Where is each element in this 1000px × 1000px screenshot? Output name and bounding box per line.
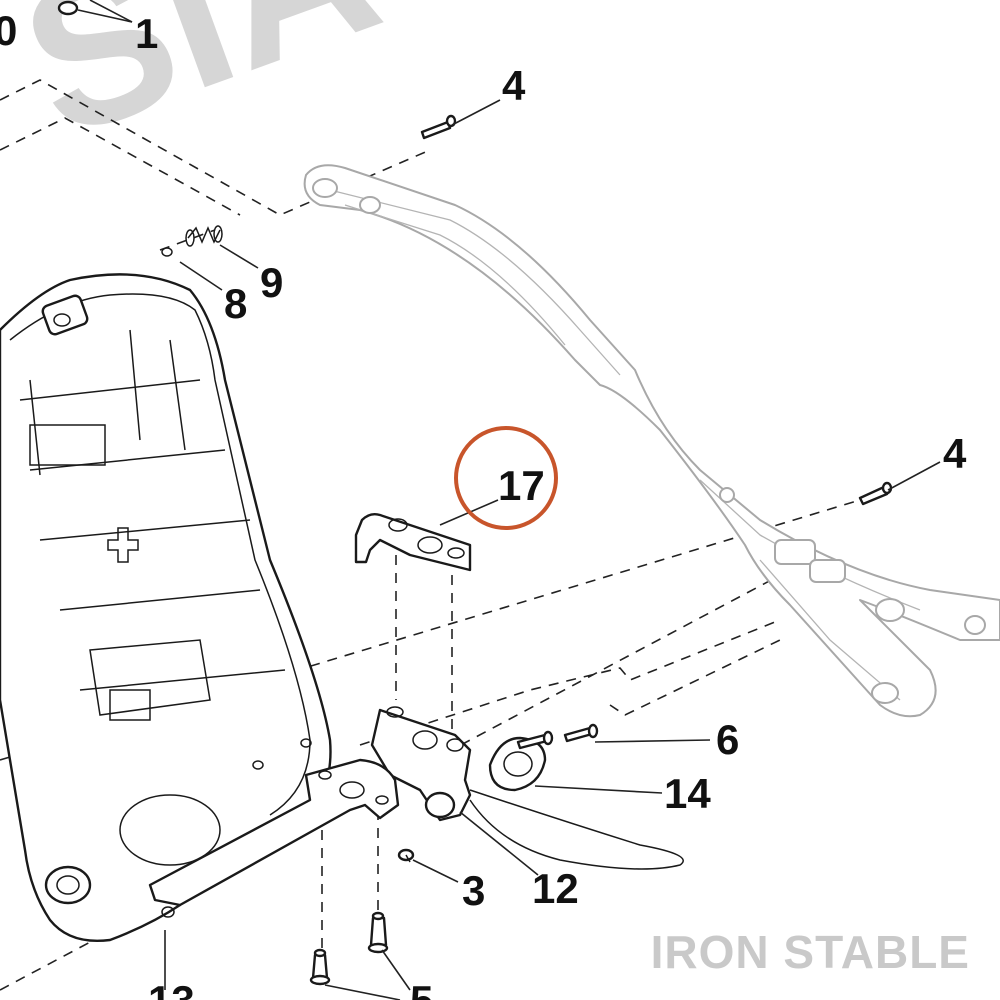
bracket-part-17: [354, 512, 472, 572]
callout-12: 12: [532, 865, 579, 912]
watermark-text: SIA: [0, 0, 404, 182]
spring-part: [185, 225, 223, 247]
callout-4-top: 4: [502, 62, 526, 109]
callout-1: 1: [135, 10, 158, 57]
bolt-right: [858, 481, 893, 506]
callout-14: 14: [664, 770, 711, 817]
main-housing: [0, 273, 332, 942]
flange-plate-14: [488, 736, 547, 792]
swing-arm-ghost: [303, 164, 1000, 718]
callout-8: 8: [224, 280, 247, 327]
latch-mechanism: [370, 706, 684, 870]
callout-13: 13: [148, 977, 195, 1000]
leader-lines: [77, 0, 941, 1000]
callout-17: 17: [498, 462, 545, 509]
callout-4-right: 4: [943, 430, 967, 477]
bolt-top-left: [57, 0, 79, 16]
bolt-top: [420, 114, 457, 140]
watermark: SIA: [0, 0, 404, 182]
base-plate: [148, 758, 400, 918]
callout-6: 6: [716, 716, 739, 763]
brand-logo-text: IRON STABLE: [651, 926, 970, 978]
callout-5: 5: [410, 977, 433, 1000]
callout-9: 9: [260, 259, 283, 306]
callout-3: 3: [462, 867, 485, 914]
highlight-circle: [454, 426, 558, 530]
bolts-6: [516, 723, 599, 750]
screw-3: [397, 848, 415, 863]
washer-ring: [161, 247, 173, 257]
callout-0: 0: [0, 7, 17, 54]
